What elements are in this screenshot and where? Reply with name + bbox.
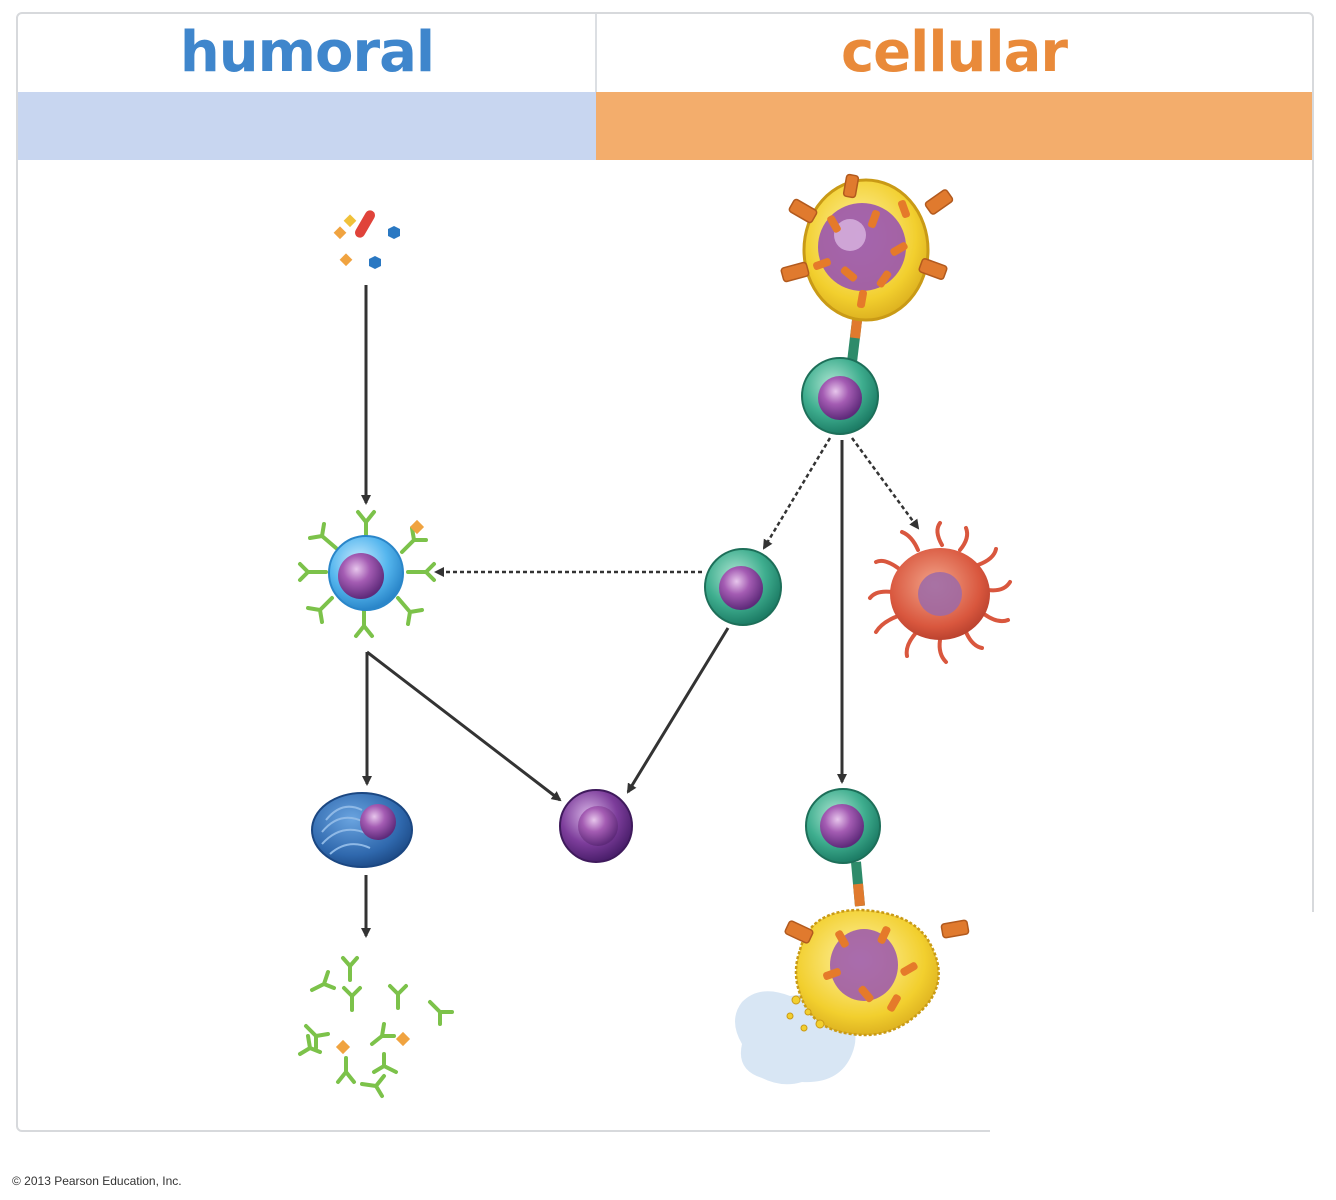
t-cell-top	[801, 357, 879, 435]
helper-t-cell	[704, 548, 782, 626]
humoral-color-band	[18, 92, 596, 160]
column-divider	[595, 14, 597, 92]
lysing-infected-cell	[735, 908, 970, 1085]
macrophage	[868, 521, 1012, 664]
diagram-frame	[16, 12, 1314, 1132]
arrow-tcell-to-macrophage	[850, 437, 920, 530]
humoral-column-title: humoral	[179, 20, 435, 85]
infected-cell-top	[780, 173, 954, 363]
copyright-notice: © 2013 Pearson Education, Inc.	[12, 1174, 182, 1188]
b-cell	[298, 510, 436, 638]
antigen-cluster	[333, 210, 400, 269]
memory-b-cell	[559, 789, 633, 863]
arrow-tcell-to-helper	[762, 437, 832, 550]
arrow-bcell-to-memory	[366, 650, 562, 802]
cellular-color-band	[596, 92, 1312, 160]
cellular-column-title: cellular	[840, 20, 1068, 85]
frame-corner-cutout	[990, 912, 1336, 1142]
arrow-helper-to-memory	[626, 627, 730, 794]
antigen-bound-markers	[335, 1031, 411, 1055]
antibodies	[298, 956, 454, 1098]
plasma-cell	[311, 792, 413, 868]
cytotoxic-t-cell	[805, 788, 881, 907]
